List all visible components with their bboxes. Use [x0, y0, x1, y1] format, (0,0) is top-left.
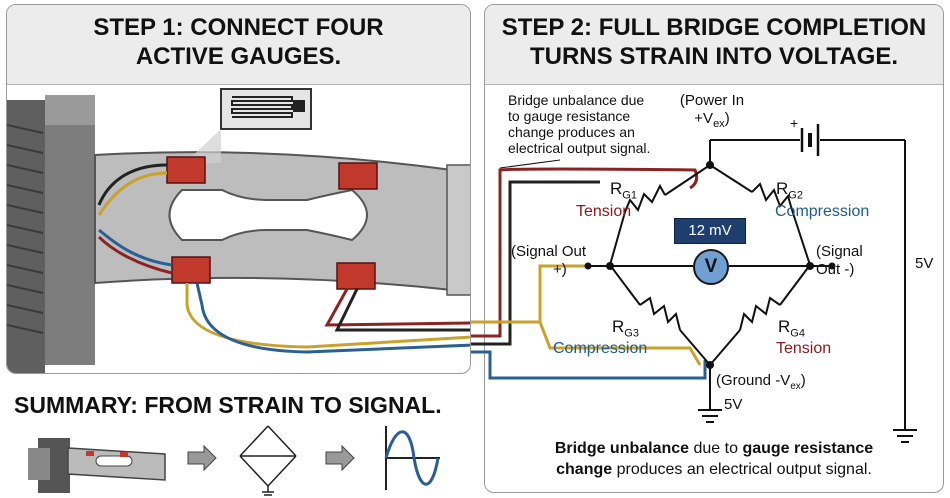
resistor-g1-type: Tension: [576, 203, 632, 220]
summary-strip: [28, 425, 440, 496]
step2-title-bold: STEP 2:: [501, 14, 593, 41]
supply-voltage-label: 5V: [915, 255, 934, 272]
callout-line1: Bridge unbalance due: [508, 92, 645, 108]
rg3-sub: G3: [624, 327, 639, 340]
power-in-line1: (Power In: [679, 92, 745, 109]
callout-line3: change produces an: [508, 124, 635, 140]
bolt-threads: [7, 124, 44, 334]
arrow-right-icon-2: [325, 444, 355, 472]
step2-header: STEP 2: FULL BRIDGE COMPLETION TURNS STR…: [485, 5, 943, 85]
ground-sub: ex: [790, 381, 801, 392]
callout-line4: electrical output signal.: [508, 140, 651, 156]
callout-text: Bridge unbalance due to gauge resistance…: [508, 92, 650, 156]
strain-gauge-2: [338, 162, 378, 190]
bolt-head: [45, 95, 95, 125]
resistor-g4-type: Tension: [776, 340, 832, 357]
signal-out-plus-label: (Signal Out +): [511, 243, 586, 279]
note-part1: Bridge unbalance: [554, 440, 690, 457]
rg2-r: R: [776, 179, 789, 198]
step1-header: STEP 1: CONNECT FOUR ACTIVE GAUGES.: [7, 5, 470, 85]
step2-title-line2: TURNS STRAIN INTO VOLTAGE.: [529, 43, 898, 70]
signal-out-plus-line1: (Signal Out: [511, 243, 587, 260]
mini-load-cell-icon: [28, 438, 166, 493]
ground-label: (Ground -Vex): [716, 372, 806, 396]
power-in-vprefix: +V: [694, 110, 714, 127]
resistor-g1-label: RG1: [610, 180, 637, 204]
step1-title-rest: CONNECT FOUR: [190, 14, 384, 41]
step2-title-rest: FULL BRIDGE COMPLETION: [598, 14, 927, 41]
load-cell-illustration: [7, 88, 470, 373]
strain-gauge-3: [171, 256, 211, 284]
resistor-g2-type: Compression: [775, 203, 870, 220]
callout-line2: to gauge resistance: [508, 108, 631, 124]
resistor-g3-type: Compression: [553, 340, 648, 357]
step1-title-bold: STEP 1:: [93, 14, 184, 41]
voltage-readout: 12 mV: [674, 218, 746, 244]
voltmeter-icon: V: [693, 249, 729, 285]
resistor-g2-label: RG2: [776, 180, 803, 204]
note-part5: produces an electrical output signal.: [612, 461, 872, 478]
strain-gauge-1: [166, 156, 206, 184]
signal-out-plus-line2: +): [553, 261, 567, 278]
rg2-sub: G2: [788, 189, 803, 202]
sine-wave-icon: [384, 426, 440, 490]
ground-voltage-label: 5V: [724, 396, 743, 413]
beam-end: [446, 164, 470, 296]
power-in-label: (Power In +Vex): [672, 92, 752, 133]
note-part4: change: [556, 461, 613, 478]
signal-out-minus-line2: Out -): [816, 261, 855, 278]
signal-out-minus-line1: (Signal: [816, 243, 863, 260]
gauge-wires: [97, 163, 470, 354]
power-in-suffix: ): [724, 110, 730, 127]
signal-out-minus-label: (Signal Out -): [816, 243, 863, 279]
rg4-r: R: [778, 317, 791, 336]
rg3-r: R: [612, 317, 625, 336]
rg4-sub: G4: [790, 327, 805, 340]
binocular-hole: [168, 188, 368, 242]
step1-title-line2: ACTIVE GAUGES.: [135, 43, 342, 70]
battery-plus-label: +: [790, 115, 799, 131]
arrow-right-icon: [187, 444, 217, 472]
ground-suffix: ): [800, 372, 806, 389]
bottom-note: Bridge unbalance due to gauge resistance…: [484, 438, 944, 480]
rg1-r: R: [610, 179, 623, 198]
power-in-sub: ex: [713, 118, 725, 130]
ground-prefix: (Ground -V: [716, 372, 791, 389]
step1-panel: STEP 1: CONNECT FOUR ACTIVE GAUGES.: [6, 4, 471, 374]
resistor-g4-label: RG4: [778, 318, 805, 342]
mini-bridge-icon: [239, 425, 297, 496]
summary-title: SUMMARY: FROM STRAIN TO SIGNAL.: [14, 392, 442, 418]
resistor-g3-label: RG3: [612, 318, 639, 342]
rg1-sub: G1: [622, 189, 637, 202]
strain-gauge-4: [336, 262, 376, 290]
note-part3: gauge resistance: [742, 440, 874, 457]
inset-pointer: [185, 129, 221, 163]
note-part2: due to: [689, 440, 743, 457]
gauge-grid-icon: [231, 96, 305, 118]
